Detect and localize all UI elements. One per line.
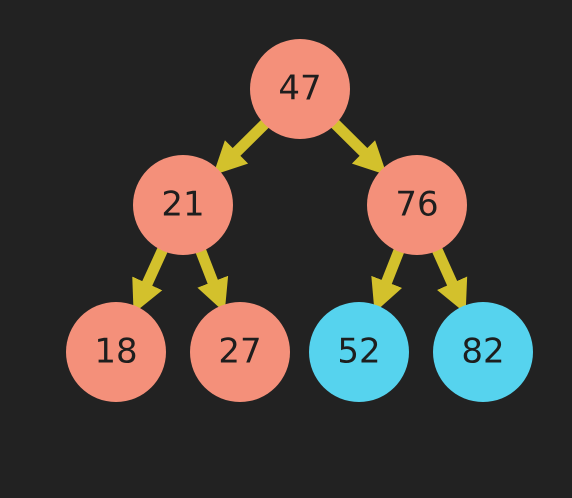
tree-node-21-circle bbox=[133, 155, 233, 255]
tree-node-82: 82 bbox=[433, 302, 533, 402]
tree-node-82-circle bbox=[433, 302, 533, 402]
tree-node-82-label: 82 bbox=[461, 332, 504, 372]
tree-edge-47-21 bbox=[213, 116, 273, 176]
tree-node-47: 47 bbox=[250, 39, 350, 139]
tree-edge-21-18 bbox=[132, 242, 170, 314]
tree-edge-21-27 bbox=[193, 244, 229, 313]
tree-node-76-label: 76 bbox=[395, 185, 438, 225]
tree-node-47-label: 47 bbox=[278, 69, 321, 109]
tree-node-52-label: 52 bbox=[337, 332, 380, 372]
tree-node-52-circle bbox=[309, 302, 409, 402]
tree-edges bbox=[132, 116, 468, 314]
tree-edge-76-82 bbox=[430, 242, 468, 314]
tree-node-27-circle bbox=[190, 302, 290, 402]
tree-node-76-circle bbox=[367, 155, 467, 255]
tree-node-21: 21 bbox=[133, 155, 233, 255]
tree-node-76: 76 bbox=[367, 155, 467, 255]
tree-node-18-circle bbox=[66, 302, 166, 402]
tree-node-21-label: 21 bbox=[161, 185, 204, 225]
tree-node-47-circle bbox=[250, 39, 350, 139]
tree-node-52: 52 bbox=[309, 302, 409, 402]
tree-node-27: 27 bbox=[190, 302, 290, 402]
tree-node-18-label: 18 bbox=[94, 332, 137, 372]
tree-node-27-label: 27 bbox=[218, 332, 261, 372]
tree-node-18: 18 bbox=[66, 302, 166, 402]
tree-edge-47-76 bbox=[327, 116, 387, 176]
tree-edge-76-52 bbox=[371, 243, 406, 313]
